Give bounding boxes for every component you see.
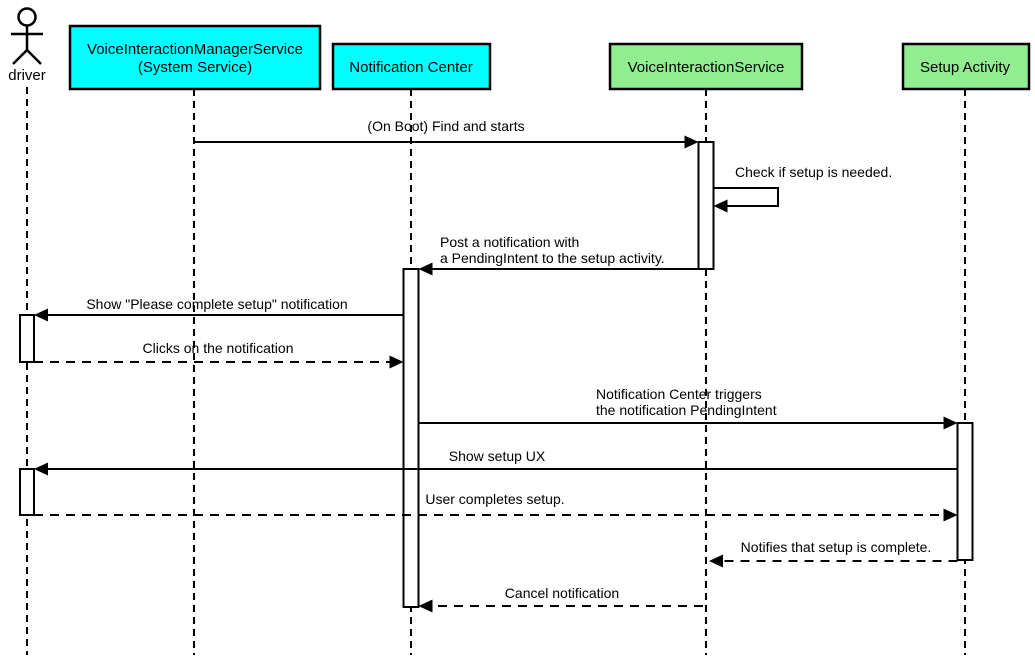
actor-head xyxy=(17,7,37,27)
message-cancel-notification: Cancel notification xyxy=(418,585,703,613)
message-show-setup-ux: Show setup UX xyxy=(34,448,958,476)
message-user-completes-setup: User completes setup. xyxy=(34,491,958,522)
message-label: Show "Please complete setup" notificatio… xyxy=(86,296,347,312)
activation-setup-activity xyxy=(956,422,974,561)
activation-driver-1 xyxy=(19,314,35,363)
arrowhead xyxy=(418,262,433,276)
participant-label: VoiceInteractionManagerService(System Se… xyxy=(87,41,303,76)
arrowhead xyxy=(943,508,958,522)
message-notifies-setup-complete: Notifies that setup is complete. xyxy=(709,539,958,568)
message-on-boot-find-and-starts: (On Boot) Find and starts xyxy=(194,118,699,149)
actor-leg-right xyxy=(26,49,42,65)
arrowhead xyxy=(34,462,48,476)
participant-notification-center: Notification Center xyxy=(331,42,492,91)
participant-setup-activity: Setup Activity xyxy=(901,42,1031,91)
message-label: Clicks on the notification xyxy=(143,340,294,356)
participant-box xyxy=(331,42,492,91)
participant-box xyxy=(68,24,322,91)
activation-driver-2 xyxy=(19,468,35,516)
arrowhead xyxy=(34,308,48,322)
arrowhead xyxy=(418,599,433,613)
message-label: Show setup UX xyxy=(449,448,546,464)
message-check-if-setup-is-needed: Check if setup is needed. xyxy=(713,164,892,213)
actor-label: driver xyxy=(8,67,46,84)
message-label: Cancel notification xyxy=(505,585,619,601)
activation-bars xyxy=(19,141,974,608)
message-label: User completes setup. xyxy=(425,491,564,507)
arrowhead xyxy=(389,355,404,369)
arrowhead xyxy=(684,135,699,149)
participant-box xyxy=(608,42,804,91)
participant-voiceinteractionmanagerservice: VoiceInteractionManagerService(System Se… xyxy=(68,24,322,91)
message-label: Check if setup is needed. xyxy=(735,164,892,180)
participant-label: Notification Center xyxy=(349,59,472,76)
participant-label: VoiceInteractionService xyxy=(628,59,785,76)
message-show-please-complete-setup-notification: Show "Please complete setup" notificatio… xyxy=(34,296,404,322)
message-label: (On Boot) Find and starts xyxy=(367,118,524,134)
arrowhead xyxy=(709,554,723,568)
actor-driver: driver xyxy=(8,7,46,84)
actor-leg-left xyxy=(12,49,28,65)
participant-box xyxy=(901,42,1031,91)
arrowhead xyxy=(943,416,958,430)
participant-label: Setup Activity xyxy=(920,59,1011,76)
arrowhead xyxy=(713,199,728,213)
message-label: Notifies that setup is complete. xyxy=(741,539,932,555)
activation-notification-center xyxy=(402,268,420,608)
participant-voiceinteractionservice: VoiceInteractionService xyxy=(608,42,804,91)
message-line xyxy=(713,187,779,207)
activation-voiceinteractionservice xyxy=(697,141,715,270)
message-clicks-on-the-notification: Clicks on the notification xyxy=(34,340,404,369)
